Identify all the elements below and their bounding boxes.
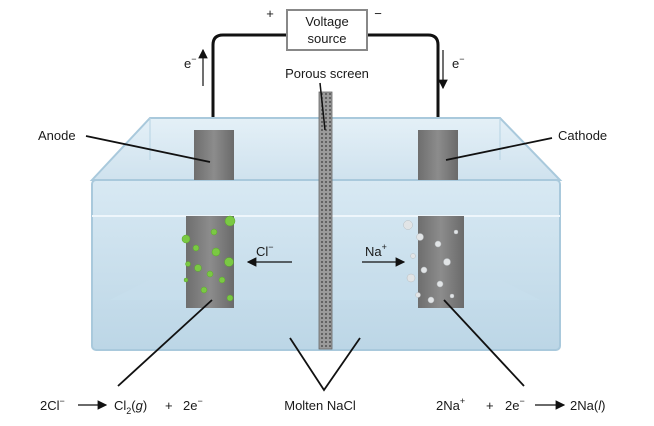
cathode-equation-leader [443,299,525,387]
svg-text:Cl2(g): Cl2(g) [114,398,147,416]
voltage-source-line1: Voltage [305,14,348,29]
minus-terminal-sign: − [374,6,382,21]
svg-text:+: + [486,398,494,413]
porous-screen-label: Porous screen [285,66,369,81]
anode-equation-leader [117,299,213,387]
anode-equation: 2Cl− Cl2(g) + 2e− [40,396,203,416]
svg-text:2Na+: 2Na+ [436,396,465,413]
cathode-label: Cathode [558,128,607,143]
anode-electrode [186,130,234,308]
cathode-leader [445,137,553,161]
svg-text:2Cl−: 2Cl− [40,396,65,413]
porous-screen-leader [319,82,326,131]
plus-terminal-sign: + [266,6,274,21]
svg-text:2e−: 2e− [505,396,525,413]
sodium-ion-label: Na+ [365,242,387,259]
voltage-source-line2: source [307,31,346,46]
molten-leader [289,337,361,392]
svg-text:2Na(l): 2Na(l) [570,398,605,413]
electron-label-left: e− [184,54,197,71]
molten-nacl-label: Molten NaCl [284,398,356,413]
electron-label-right: e− [452,54,465,71]
anode-leader [85,135,211,163]
cathode-equation: 2Na+ + 2e− 2Na(l) [436,396,605,413]
anode-label: Anode [38,128,76,143]
sodium-droplets [403,220,459,304]
wire-right [366,33,440,130]
chloride-ion-label: Cl− [256,242,274,259]
porous-screen [318,91,333,350]
cathode-electrode [418,130,464,308]
voltage-source: Voltage source [286,9,368,51]
wire-left [211,33,286,130]
svg-text:+: + [165,398,173,413]
svg-text:2e−: 2e− [183,396,203,413]
chlorine-bubbles [181,215,236,302]
